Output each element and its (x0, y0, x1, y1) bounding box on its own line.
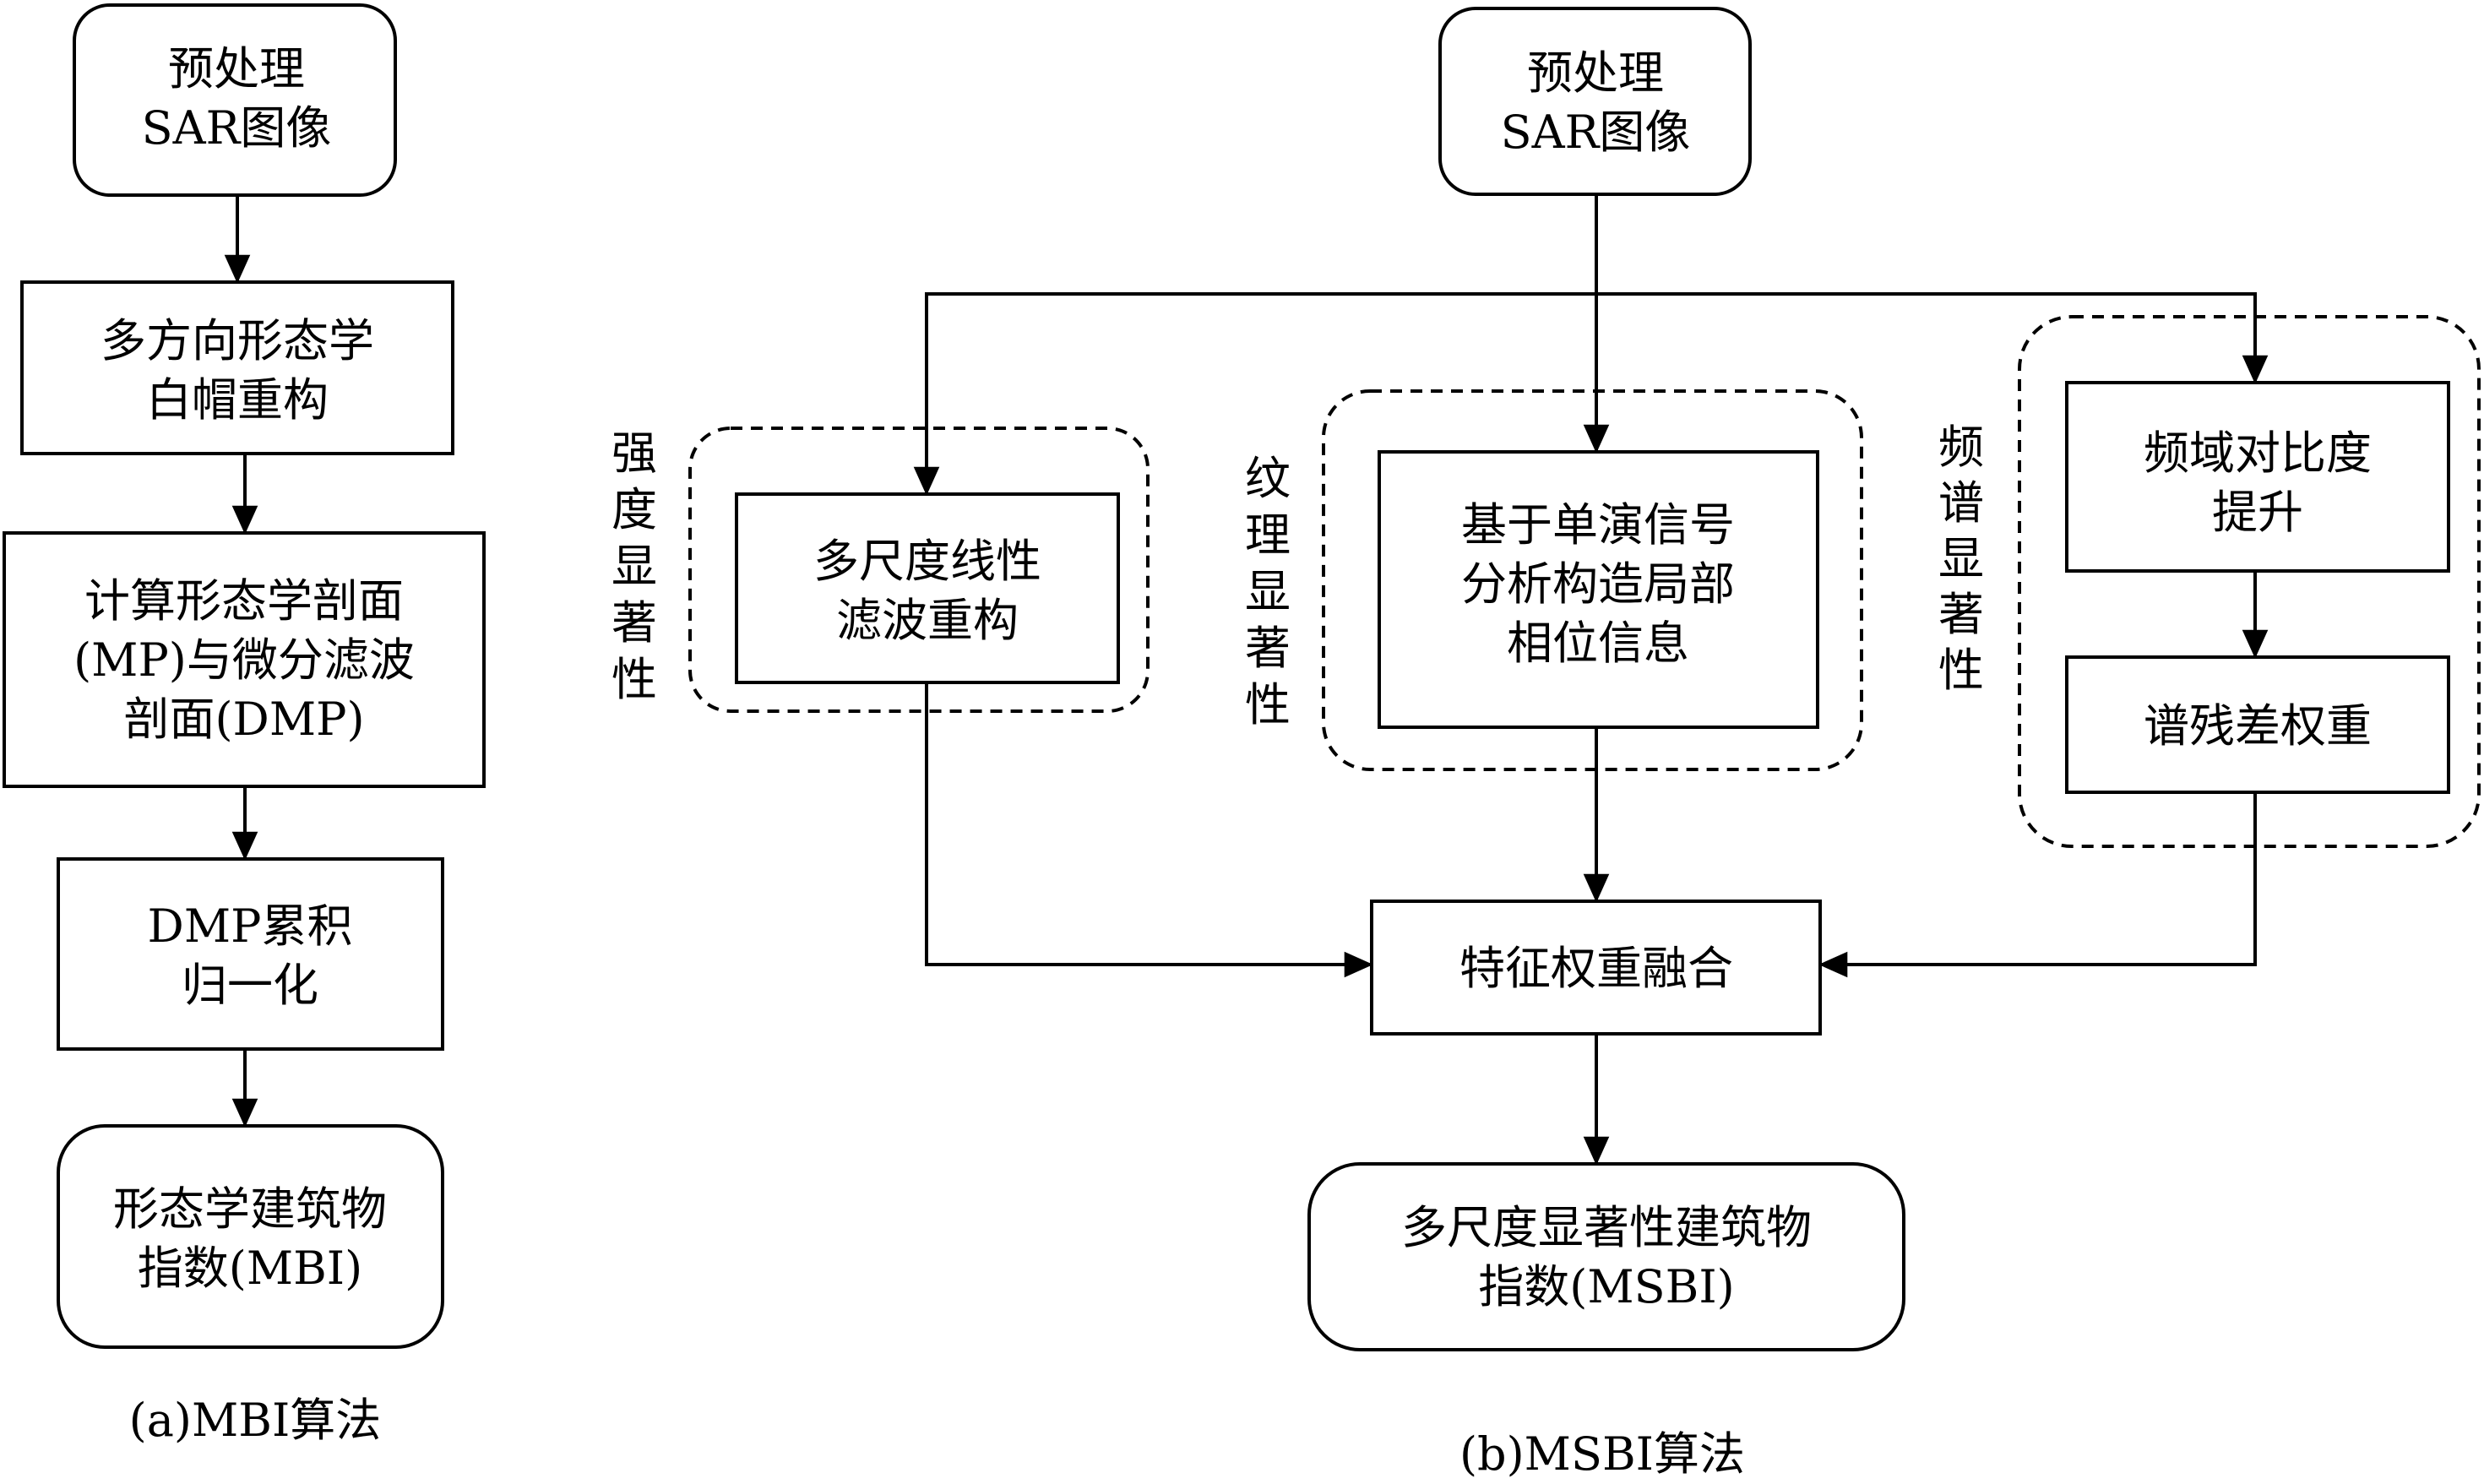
b-multiscale-box (735, 492, 1120, 684)
b-monogenic-line1: 基于单演信号 (1461, 498, 1735, 552)
b-arrow-residual-to-fusion (1818, 792, 2257, 978)
b-branch-right (1596, 292, 2269, 384)
b-msbi-line1: 多尺度显著性建筑物 (1401, 1201, 1812, 1254)
b-freq-contrast-box (2065, 381, 2450, 573)
b-caption: (b)MSBI算法 (1459, 1427, 1745, 1481)
a-mp-dmp-line3: 剖面(DMP) (123, 693, 364, 746)
b-arrow-multiscale-to-fusion (925, 682, 1373, 978)
a-preprocess-line2: SAR图像 (142, 101, 332, 155)
b-preprocess-box (1438, 7, 1752, 196)
b-fusion-box (1370, 900, 1822, 1036)
a-preprocess-box (73, 3, 397, 197)
b-multiscale-line1: 多尺度线性 (813, 535, 1041, 588)
b-group-label-texture: 纹理显著性 (1245, 452, 1291, 731)
a-caption: (a)MBI算法 (129, 1394, 382, 1447)
b-texture-group (1322, 389, 1863, 771)
a-tophat-box (20, 280, 454, 455)
b-multiscale-line2: 滤波重构 (836, 594, 1019, 647)
a-tophat-line2: 白帽重构 (146, 373, 329, 427)
b-preprocess-line2: SAR图像 (1501, 106, 1691, 159)
b-spectral-group (2018, 315, 2481, 848)
b-freq-contrast-line2: 提升 (2212, 486, 2303, 539)
a-mp-dmp-line2: (MP)与微分滤波 (73, 633, 415, 687)
a-preprocess-line1: 预处理 (168, 42, 305, 95)
a-dmp-norm-line1: DMP累积 (148, 900, 353, 953)
b-freq-contrast-line1: 频域对比度 (2144, 427, 2372, 480)
b-fusion-line1: 特征权重融合 (1459, 942, 1733, 995)
b-branch-left (913, 292, 1596, 496)
a-dmp-norm-box (57, 857, 444, 1051)
b-intensity-group (688, 427, 1150, 713)
b-msbi-box (1307, 1162, 1905, 1351)
b-monogenic-line3: 相位信息 (1507, 617, 1689, 670)
a-mbi-line2: 指数(MBI) (138, 1242, 362, 1295)
b-monogenic-box (1378, 450, 1819, 729)
a-tophat-line1: 多方向形态学 (101, 314, 374, 367)
panel-b: 预处理 SAR图像 多尺度线性 滤波重构 基于单演信号 分析构造局部 相位信息 … (611, 7, 2481, 1481)
b-spectral-residual-line1: 谱残差权重 (2144, 699, 2372, 753)
a-mbi-box (57, 1124, 444, 1349)
a-mp-dmp-line1: 计算形态学剖面 (84, 574, 404, 628)
b-group-label-spectral: 频谱显著性 (1938, 421, 1984, 697)
b-monogenic-line2: 分析构造局部 (1461, 557, 1735, 611)
b-group-label-intensity: 强度显著性 (611, 427, 657, 706)
a-dmp-norm-line2: 归一化 (182, 959, 318, 1012)
panel-a: 预处理 SAR图像 多方向形态学 白帽重构 计算形态学剖面 (MP)与微分滤波 … (3, 3, 486, 1447)
b-preprocess-line1: 预处理 (1527, 46, 1664, 100)
a-mbi-line1: 形态学建筑物 (113, 1182, 387, 1236)
b-msbi-line2: 指数(MSBI) (1478, 1260, 1734, 1313)
a-mp-dmp-box (3, 531, 486, 788)
